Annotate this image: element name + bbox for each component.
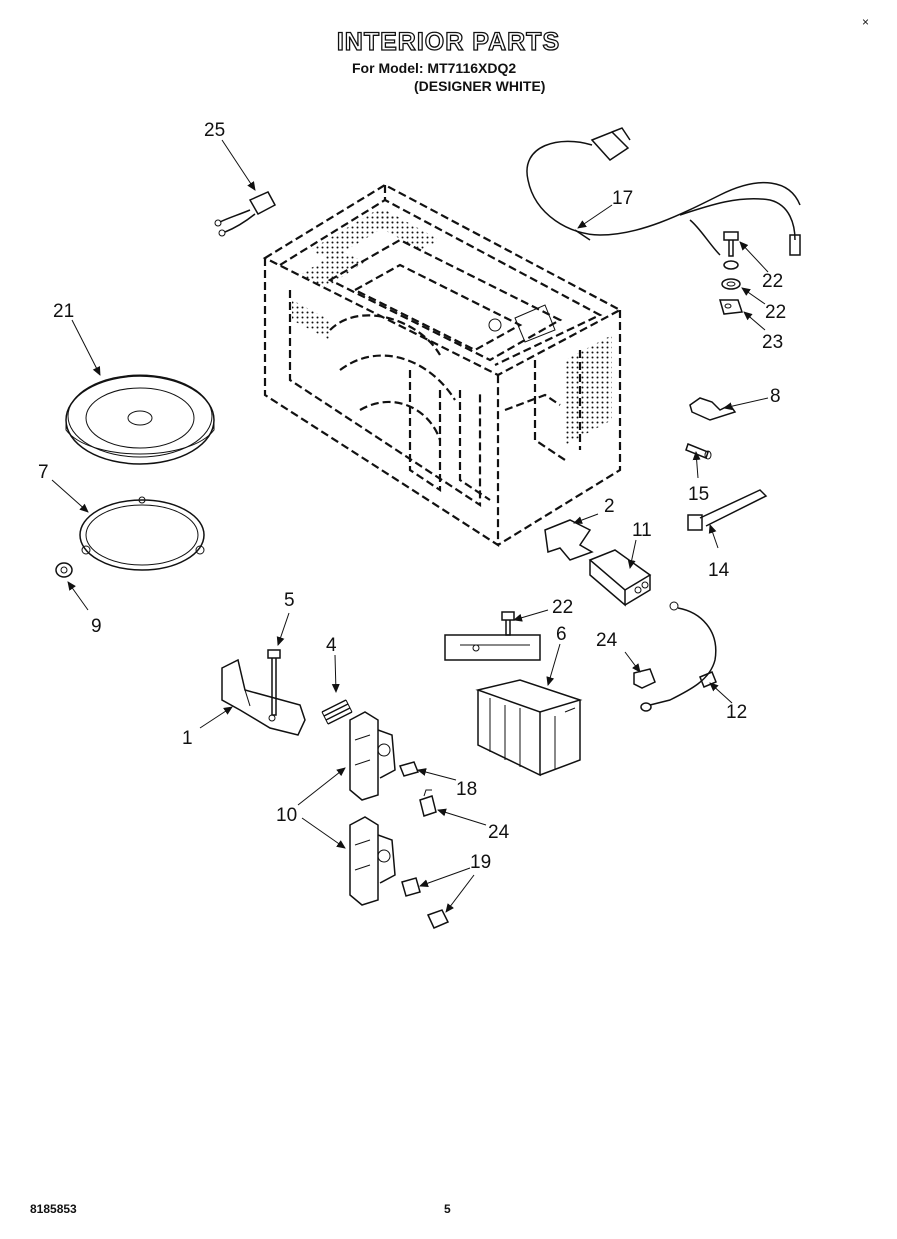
part-5-screw [267,649,281,716]
part-25-thermal-cutout [214,191,277,237]
callout-17: 18 [456,779,477,800]
callout-7: 7 [38,462,49,483]
callout-16: 17 [612,188,633,209]
document-number: 8185853 [30,1202,77,1216]
part-18-switch-lower [426,909,450,929]
page-title: INTERIOR PARTS [336,27,561,56]
model-line: For Model: MT7116XDQ2 [352,60,517,76]
callout-23: 22 [552,597,573,618]
finish-line: (DESIGNER WHITE) [414,78,546,94]
callout-8: 8 [770,386,781,407]
part-18-switch-upper [401,877,421,897]
callout-21: 22 [765,302,786,323]
part-22-nut-lower [633,668,656,689]
part-15-fuse [685,443,712,460]
callout-11: 11 [632,520,652,541]
callout-9: 9 [91,616,102,637]
callout-6: 6 [556,624,567,645]
callout-2: 2 [604,496,615,517]
callout-14: 14 [708,560,730,581]
part-12-hv-diode [640,601,717,712]
part-11-hv-capacitor [588,549,652,607]
part-2-capacitor-bracket [544,519,594,561]
corner-mark: × [861,15,869,29]
oven-cavity-outline [262,183,623,548]
part-4-spring [321,699,353,725]
callout-19: 21 [53,301,74,322]
callout-22-lower: 24 [596,630,618,651]
part-10-interlock-switch-upper [349,711,396,801]
callout-5: 5 [284,590,295,611]
callout-12: 12 [726,702,747,723]
callout-10: 10 [276,805,297,826]
callout-18: 19 [470,852,491,873]
part-1-switch-bracket [221,658,306,736]
part-6-transformer [444,634,583,777]
callout-20: 22 [762,271,783,292]
part-14-fuse-holder [687,489,768,531]
callout-labels: 25 17 22 22 23 21 7 9 8 15 14 2 11 12 24… [38,120,786,873]
part-10-interlock-switch-lower [349,816,396,906]
leader-arrows [51,139,769,913]
callout-22-upper: 23 [762,332,783,353]
page-header: INTERIOR PARTS For Model: MT7116XDQ2 (DE… [0,0,897,110]
part-23-screw [501,611,515,636]
callout-15: 15 [688,484,709,505]
part-8-bracket [689,397,737,421]
callout-1: 1 [182,728,193,749]
callout-4: 4 [326,635,337,656]
callout-25: 25 [204,120,225,141]
part-19-turntable-tray [65,374,215,465]
part-9-roller [55,562,73,578]
part-17-switch [398,761,420,777]
callout-24: 24 [488,822,510,843]
parts-20-21-22-ground-hardware [719,231,744,315]
page-number: 5 [444,1202,451,1216]
part-7-support-ring [79,496,205,571]
part-24-switch [419,789,437,817]
part-16-power-cord [526,127,801,256]
